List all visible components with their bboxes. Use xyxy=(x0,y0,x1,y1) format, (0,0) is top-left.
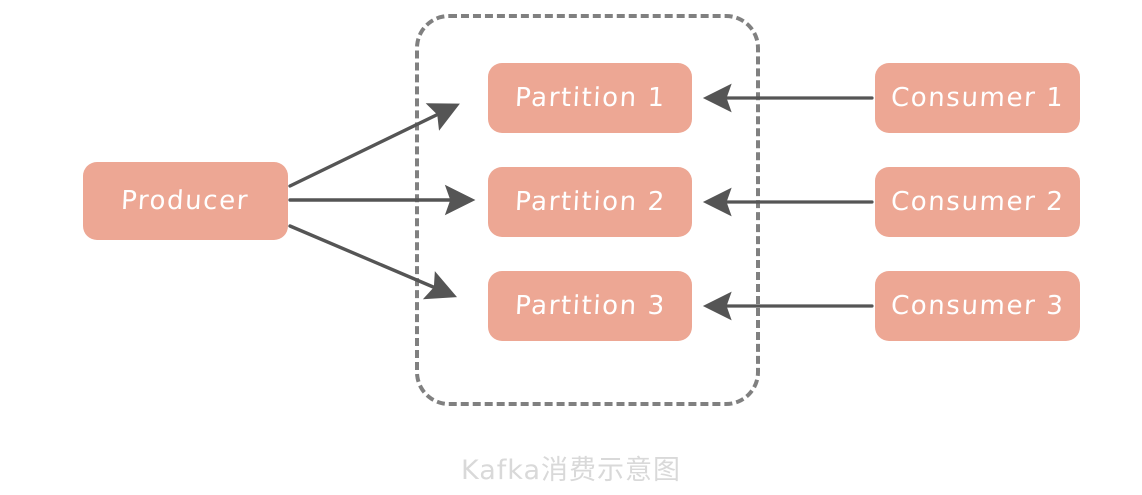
node-producer[interactable]: Producer xyxy=(83,162,288,240)
node-partition-1[interactable]: Partition 1 xyxy=(488,63,692,133)
diagram-caption: Kafka消费示意图 xyxy=(461,455,681,486)
node-partition-3-label: Partition 3 xyxy=(513,291,667,321)
node-producer-label: Producer xyxy=(120,186,251,216)
node-consumer-1-label: Consumer 1 xyxy=(890,83,1065,113)
node-consumer-1[interactable]: Consumer 1 xyxy=(875,63,1080,133)
node-consumer-3-label: Consumer 3 xyxy=(890,291,1065,321)
edge-producer-partition-1 xyxy=(288,103,460,188)
node-consumer-2[interactable]: Consumer 2 xyxy=(875,167,1080,237)
node-partition-2-label: Partition 2 xyxy=(513,187,667,217)
node-consumer-3[interactable]: Consumer 3 xyxy=(875,271,1080,341)
node-partition-1-label: Partition 1 xyxy=(513,83,667,113)
node-partition-3[interactable]: Partition 3 xyxy=(488,271,692,341)
node-partition-2[interactable]: Partition 2 xyxy=(488,167,692,237)
node-consumer-2-label: Consumer 2 xyxy=(890,187,1065,217)
edge-producer-partition-3 xyxy=(288,224,458,300)
